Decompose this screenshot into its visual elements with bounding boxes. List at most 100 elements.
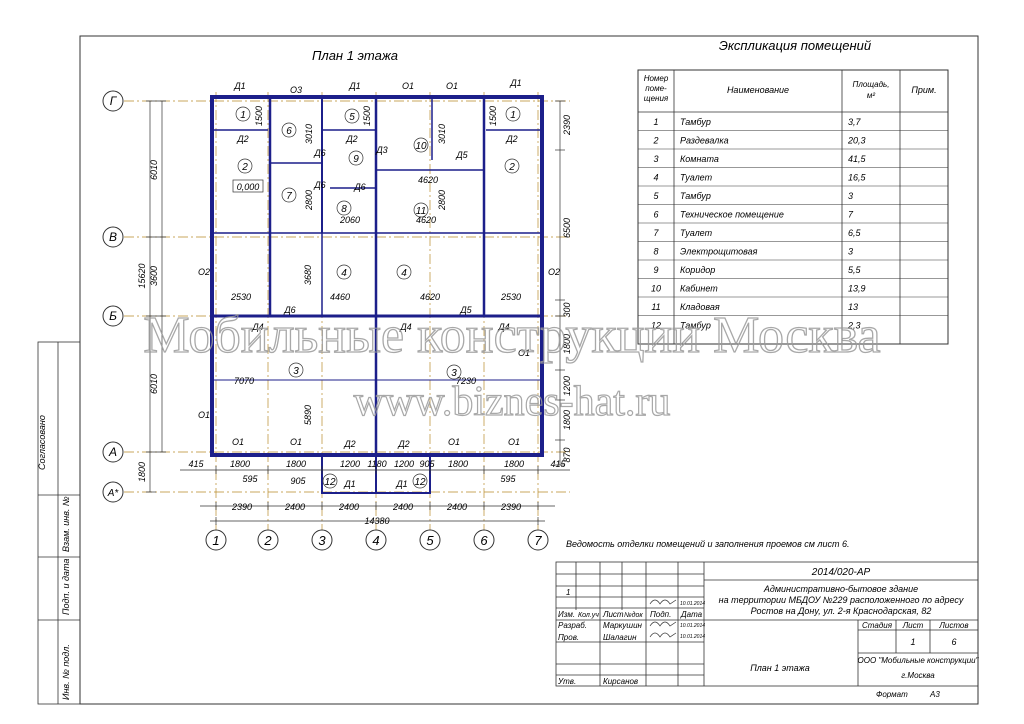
- finishing-note: Ведомость отделки помещений и заполнения…: [566, 539, 850, 549]
- dim-bottom: 1200: [340, 459, 360, 469]
- table-cell-area: 2,3: [847, 321, 861, 331]
- dim-bottom: 1800: [286, 459, 306, 469]
- door-label: Д6: [313, 180, 325, 190]
- left-dimensions: 6010 15620 3600 6010 1800: [137, 160, 159, 482]
- dim-right: 1800: [562, 410, 572, 430]
- date-stamp: 10.01.2014: [680, 623, 705, 629]
- door-label: Д1: [343, 479, 355, 489]
- explication-title: Экспликация помещений: [719, 38, 871, 53]
- col-header: Лист: [602, 610, 624, 619]
- window-label: О2: [198, 267, 210, 277]
- level-mark-box: [232, 179, 264, 193]
- dim-left: 6010: [149, 374, 159, 394]
- dim-bottom: 1800: [230, 459, 250, 469]
- title-block-text: 2014/020-АР Административно-бытовое здан…: [557, 567, 980, 699]
- inner-dim: 2060: [339, 215, 360, 225]
- window-label: О1: [446, 81, 458, 91]
- signature-marks: [649, 599, 677, 638]
- inner-dim: 5890: [303, 405, 313, 425]
- dim-bottom: 415: [188, 459, 204, 469]
- col-header: Подп.: [650, 610, 671, 619]
- opening-labels: Д1 О3 Д1 О1 О1 Д1 Д2 Д2 Д2 Д6 Д3 Д5 Д6 Д…: [198, 78, 560, 489]
- sheets-header: Листов: [938, 621, 968, 630]
- dim-bottom: 595: [242, 474, 258, 484]
- plan-title: План 1 этажа: [312, 48, 398, 63]
- dim-left: 3600: [149, 266, 159, 286]
- stamp-replace-inv: Взам. инв. №: [61, 496, 71, 552]
- door-label: Д1: [509, 78, 521, 88]
- table-cell-name: Тамбур: [680, 191, 711, 201]
- door-label: Д4: [497, 322, 509, 332]
- dim-bottom: 2400: [446, 502, 467, 512]
- room-number: 8: [341, 204, 347, 215]
- axis-number: 3: [318, 533, 326, 548]
- signer-role: Пров.: [558, 633, 579, 642]
- signer-role: Утв.: [557, 677, 576, 686]
- stamp-agreed: Согласовано: [37, 415, 47, 470]
- room-number: 1: [240, 110, 246, 121]
- dim-bottom: 2390: [500, 502, 521, 512]
- inner-dimensions: 1500 3010 1500 3010 1500 2800 2060 4620 …: [230, 106, 521, 425]
- table-cell-number: 3: [653, 154, 658, 164]
- table-cell-area: 20,3: [847, 136, 866, 146]
- dim-right: 1200: [562, 376, 572, 396]
- axis-letter: А*: [107, 488, 120, 499]
- inner-dim: 2800: [304, 190, 314, 211]
- dim-left: 15620: [137, 263, 147, 288]
- axis-number: 1: [212, 533, 219, 548]
- bottom-dimensions-row2: 2390 2400 2400 2400 2400 2390 14380: [231, 502, 521, 526]
- door-label: Д6: [313, 148, 325, 158]
- window-label: О1: [448, 437, 460, 447]
- axis-number-bubbles: 1 2 3 4 5 6 7: [205, 529, 549, 551]
- table-cell-number: 4: [653, 173, 658, 183]
- company-line-1: ООО "Мобильные конструкции": [858, 656, 980, 665]
- table-cell-area: 13,9: [848, 284, 866, 294]
- room-number: 10: [415, 141, 427, 152]
- date-stamp: 10.01.2014: [680, 634, 705, 640]
- dim-right: 1800: [562, 334, 572, 354]
- dim-bottom: 595: [500, 474, 516, 484]
- door-label: Д6: [353, 182, 365, 192]
- door-label: Д5: [459, 305, 472, 315]
- room-number: 5: [349, 112, 355, 123]
- axis-number: 6: [480, 533, 488, 548]
- window-label: О3: [290, 85, 302, 95]
- room-number: 12: [414, 477, 426, 488]
- room-number: 7: [286, 191, 292, 202]
- table-cell-name: Комната: [680, 154, 719, 164]
- inner-dim: 2800: [437, 190, 447, 211]
- inner-dim: 2530: [500, 292, 521, 302]
- format-value: А3: [929, 690, 940, 699]
- table-cell-number: 9: [653, 265, 658, 275]
- table-cell-number: 8: [653, 247, 658, 257]
- door-label: Д4: [399, 322, 411, 332]
- room-number: 2: [508, 162, 515, 173]
- dim-bottom: 1180: [367, 459, 386, 469]
- axis-letter-bubbles: Г В Б А А*: [102, 90, 124, 503]
- table-cell-area: 5,5: [848, 265, 862, 275]
- signer-name: Шалагин: [603, 633, 637, 642]
- door-label: Д4: [251, 322, 263, 332]
- table-cell-number: 2: [652, 136, 658, 146]
- bottom-dimension-lines: [180, 466, 570, 525]
- bottom-dimensions-row1: 415 1800 1800 1200 1180 1200 905 1800 18…: [188, 459, 566, 486]
- header-name: Наименование: [727, 85, 789, 95]
- table-cell-name: Электрощитовая: [680, 247, 758, 257]
- inner-dim: 4620: [420, 292, 440, 302]
- door-label: Д2: [345, 134, 357, 144]
- signer-name: Маркушин: [603, 621, 643, 630]
- room-numbers: 1 1 2 2 3 3 4 4 5 6 7 8 9 10 11 12 12: [235, 106, 521, 489]
- sheets-count: 6: [951, 637, 956, 647]
- table-cell-name: Раздевалка: [680, 136, 729, 146]
- table-cell-area: 16,5: [848, 173, 867, 183]
- door-label: Д2: [343, 439, 355, 449]
- right-dimensions: 2390 6500 300 1800 1200 1800 870: [562, 115, 572, 463]
- signer-role: Разраб.: [558, 621, 587, 630]
- date-stamp: 10.01.2014: [680, 601, 705, 607]
- door-label: Д1: [395, 479, 407, 489]
- axis-letter: Г: [110, 94, 118, 108]
- table-cell-number: 7: [653, 228, 659, 238]
